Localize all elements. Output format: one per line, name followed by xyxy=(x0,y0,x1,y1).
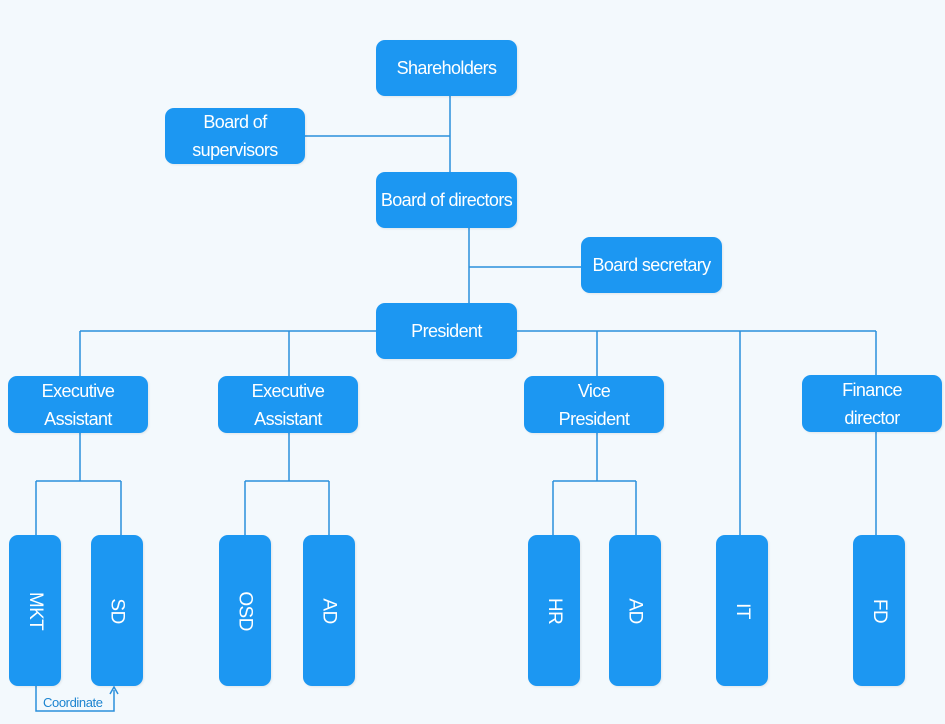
department-mkt-node[interactable]: MKT xyxy=(9,535,61,686)
vice-president-node[interactable]: Vice President xyxy=(524,376,664,433)
department-hr-node[interactable]: HR xyxy=(528,535,580,686)
coordinate-connector xyxy=(35,686,115,712)
department-osd-label: OSD xyxy=(235,590,256,631)
board-secretary-label: Board secretary xyxy=(592,255,711,275)
finance-director-label: Finance director xyxy=(842,379,902,428)
department-it-node[interactable]: IT xyxy=(716,535,768,686)
president-label: President xyxy=(411,321,482,341)
department-ad-1-label: AD xyxy=(318,597,340,624)
president-node[interactable]: President xyxy=(376,303,517,359)
department-ad-1-node[interactable]: AD xyxy=(303,535,355,686)
board-secretary-node[interactable]: Board secretary xyxy=(581,237,722,293)
board-of-supervisors-node[interactable]: Board of supervisors xyxy=(165,108,305,164)
executive-assistant-1-label: Executive Assistant xyxy=(41,380,115,429)
department-ad-2-label: AD xyxy=(624,597,646,624)
board-of-directors-label: Board of directors xyxy=(380,190,513,210)
department-fd-node[interactable]: FD xyxy=(853,535,905,686)
shareholders-node[interactable]: Shareholders xyxy=(376,40,517,96)
vice-president-label: Vice President xyxy=(558,380,630,429)
executive-assistant-2-label: Executive Assistant xyxy=(251,380,325,429)
finance-director-node[interactable]: Finance director xyxy=(802,375,942,432)
board-of-supervisors-label: Board of supervisors xyxy=(192,112,278,160)
department-fd-label: FD xyxy=(868,598,890,623)
board-of-directors-node[interactable]: Board of directors xyxy=(376,172,517,228)
department-sd-node[interactable]: SD xyxy=(91,535,143,686)
coordinate-label: Coordinate xyxy=(42,695,104,710)
coordinate-arrowhead xyxy=(109,685,119,695)
department-ad-2-node[interactable]: AD xyxy=(609,535,661,686)
department-mkt-label: MKT xyxy=(25,591,46,630)
department-sd-label: SD xyxy=(106,597,128,624)
shareholders-label: Shareholders xyxy=(396,58,497,78)
executive-assistant-2-node[interactable]: Executive Assistant xyxy=(218,376,358,433)
department-hr-label: HR xyxy=(544,597,565,624)
department-it-label: IT xyxy=(732,602,753,619)
executive-assistant-1-node[interactable]: Executive Assistant xyxy=(8,376,148,433)
department-osd-node[interactable]: OSD xyxy=(219,535,271,686)
